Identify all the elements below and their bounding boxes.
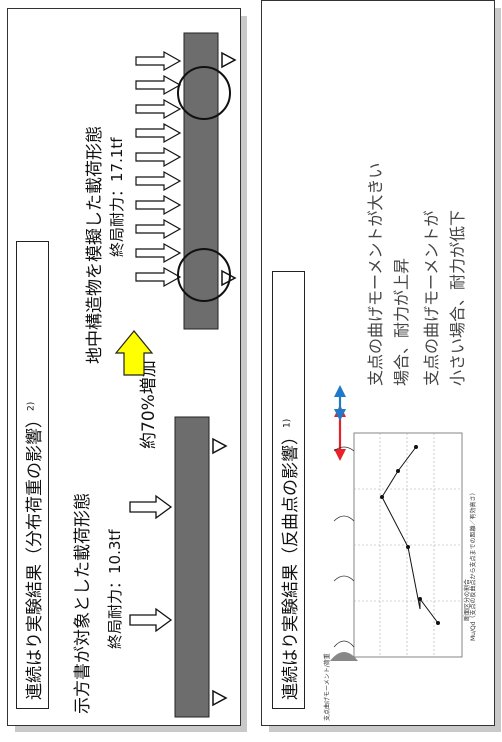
blue-arrow [334,385,346,421]
beam-icons [333,446,355,648]
point-loads-case-a [129,494,173,633]
right-panel: 連続はり実験結果（反曲点の影響）1) 支点の曲げモーメントが大きい 場合、耐力が… [261,0,495,726]
increase-arrow [114,330,154,376]
support-a-bottom [212,689,228,707]
loading-diagrams [114,32,237,718]
chart-markers [380,445,440,625]
left-panel: 連続はり実験結果（分布荷重の影響）2) 示方書が対象とした載荷形態 終局耐力：1… [7,8,241,726]
inflection-chart [330,385,463,661]
distributed-loads-case-b [135,50,182,288]
beam-case-b [183,32,219,330]
load-arrow-a1 [129,494,173,520]
beam-case-a [174,416,210,718]
hatched-icon [330,652,358,661]
highlight-circle-top [177,66,231,120]
chart-series [381,446,439,624]
load-arrow-a2 [129,607,173,633]
support-b-top [221,51,237,69]
highlight-circle-bottom [177,248,231,302]
support-a-top [212,437,228,455]
